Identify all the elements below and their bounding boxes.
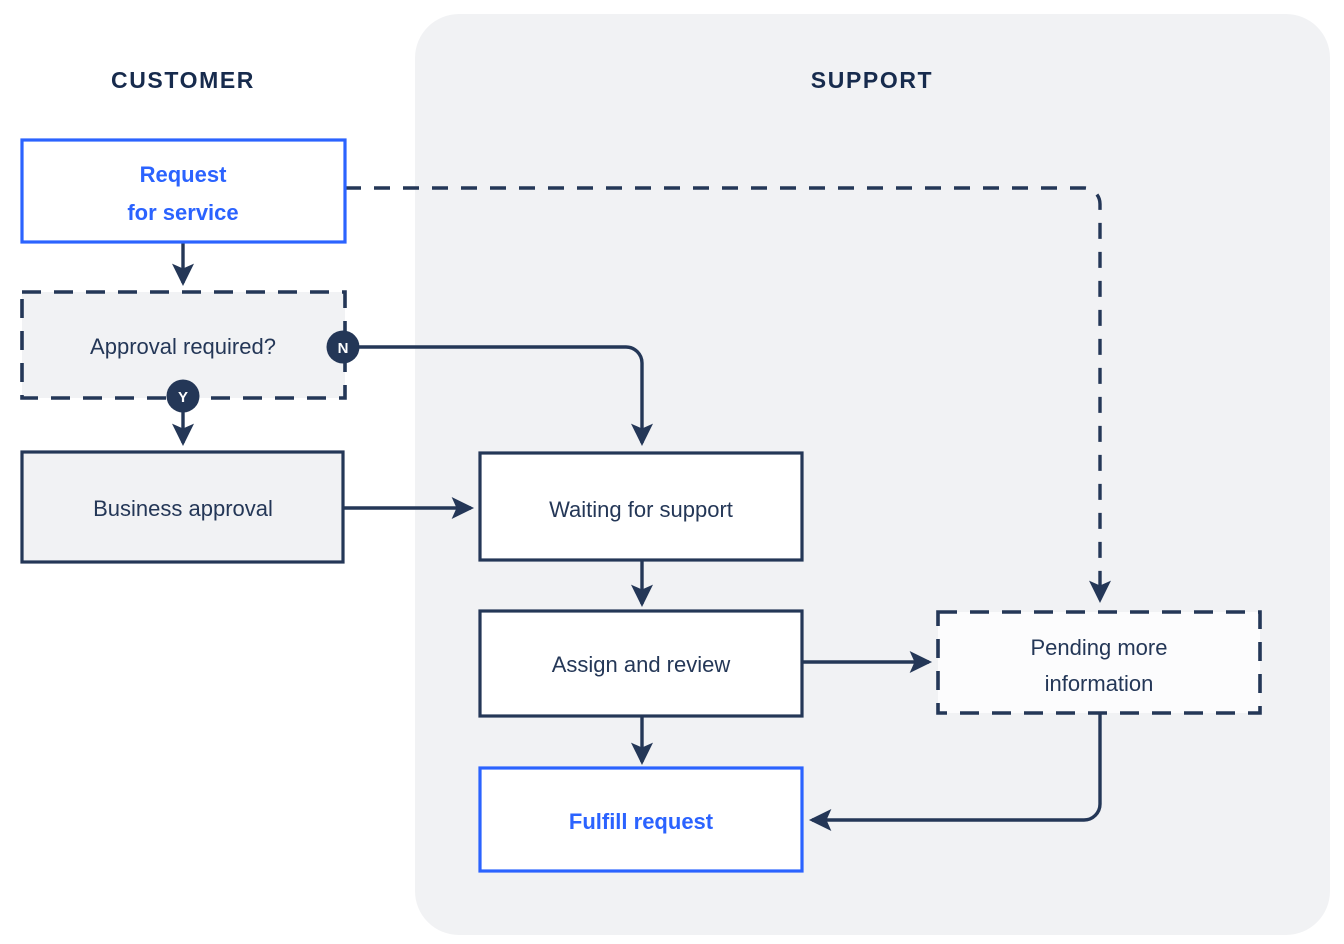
branch-marker-yes[interactable]: Y	[166, 379, 200, 413]
branch-marker-no[interactable]: N	[326, 330, 360, 364]
node-assign-and-review-label: Assign and review	[552, 652, 731, 677]
lane-title-customer: CUSTOMER	[111, 67, 255, 93]
node-approval-required-label: Approval required?	[90, 334, 276, 359]
node-fulfill-request[interactable]: Fulfill request	[478, 766, 804, 873]
edge-approval-no-to-waiting	[343, 345, 654, 447]
node-waiting-for-support[interactable]: Waiting for support	[478, 451, 804, 562]
node-request-for-service[interactable]: Request for service	[20, 138, 347, 244]
branch-no-letter: N	[338, 340, 349, 357]
branch-yes-circle	[166, 379, 200, 413]
node-request-for-service-box	[20, 138, 347, 244]
edge-request-to-pending	[345, 186, 1112, 604]
lane-title-support: SUPPORT	[811, 67, 933, 93]
node-fulfill-request-label: Fulfill request	[569, 809, 714, 834]
edge-pending-to-fulfill	[808, 713, 1102, 832]
node-pending-more-information-line1: Pending more	[1031, 635, 1168, 660]
node-pending-more-information-line2: information	[1045, 671, 1154, 696]
branch-no-circle	[326, 330, 360, 364]
node-request-for-service-line2: for service	[127, 200, 238, 225]
node-waiting-for-support-label: Waiting for support	[549, 497, 733, 522]
node-request-for-service-line1: Request	[140, 162, 227, 187]
node-business-approval-label: Business approval	[93, 496, 273, 521]
node-fulfill-request-box	[478, 766, 804, 873]
node-assign-and-review-box	[478, 609, 804, 718]
node-pending-more-information[interactable]: Pending more information	[936, 610, 1262, 715]
branch-yes-letter: Y	[178, 389, 188, 406]
node-assign-and-review[interactable]: Assign and review	[478, 609, 804, 718]
node-business-approval[interactable]: Business approval	[20, 450, 345, 564]
node-pending-more-information-box	[936, 610, 1262, 715]
node-waiting-for-support-box	[478, 451, 804, 562]
node-business-approval-box	[20, 450, 345, 564]
